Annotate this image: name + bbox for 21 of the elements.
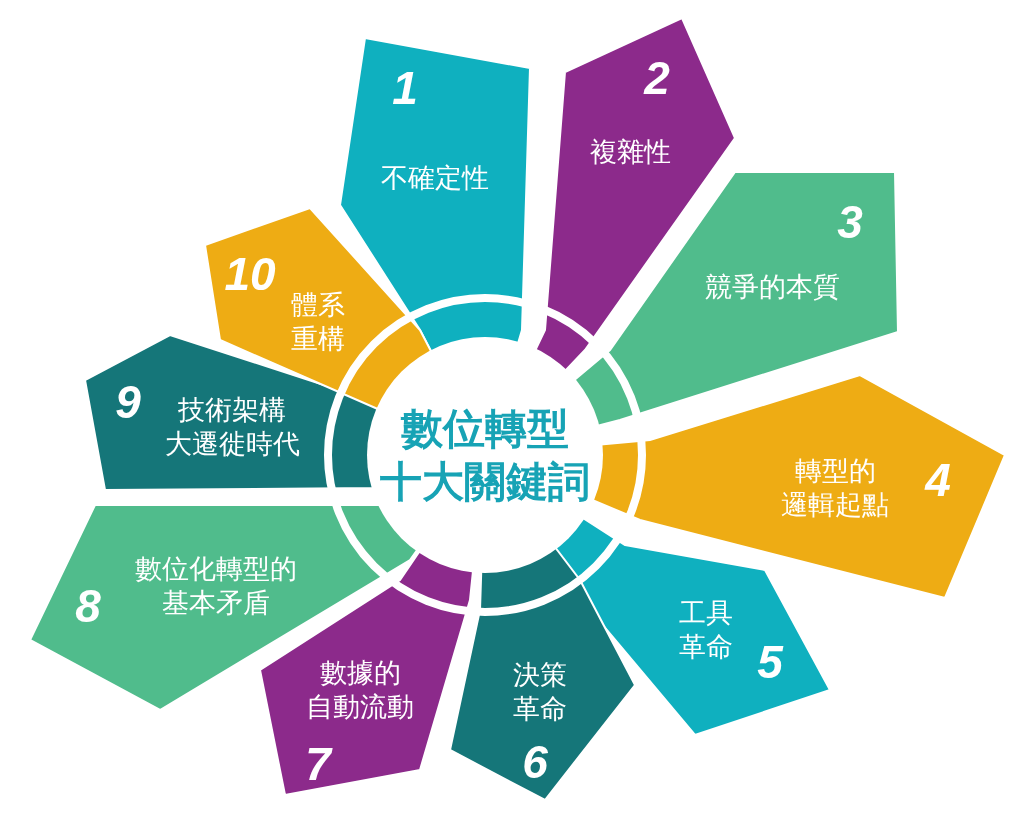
number-label: 3 [837, 199, 863, 245]
number-label: 6 [522, 739, 548, 785]
number-label: 8 [75, 583, 101, 629]
number-label: 9 [115, 379, 141, 425]
keyword-text: 技術架構大遷徙時代 [164, 393, 300, 461]
number-label: 1 [392, 65, 418, 111]
keyword-text: 工具革命 [679, 596, 733, 664]
keyword-text: 複雜性 [589, 135, 671, 169]
center-title: 數位轉型十大關鍵詞 [380, 402, 590, 507]
keyword-text: 競爭的本質 [704, 270, 840, 304]
keyword-text: 決策革命 [513, 658, 567, 726]
keyword-text: 數位化轉型的基本矛盾 [134, 552, 298, 620]
number-label: 5 [757, 639, 783, 685]
number-label: 4 [925, 457, 951, 503]
keyword-text: 不確定性 [381, 161, 489, 195]
number-label: 7 [305, 741, 331, 787]
number-label: 10 [224, 251, 276, 297]
keyword-text: 體系重構 [291, 288, 345, 356]
keyword-text: 數據的自動流動 [306, 656, 414, 724]
keyword-text: 轉型的邏輯起點 [781, 454, 889, 522]
number-label: 2 [644, 55, 670, 101]
